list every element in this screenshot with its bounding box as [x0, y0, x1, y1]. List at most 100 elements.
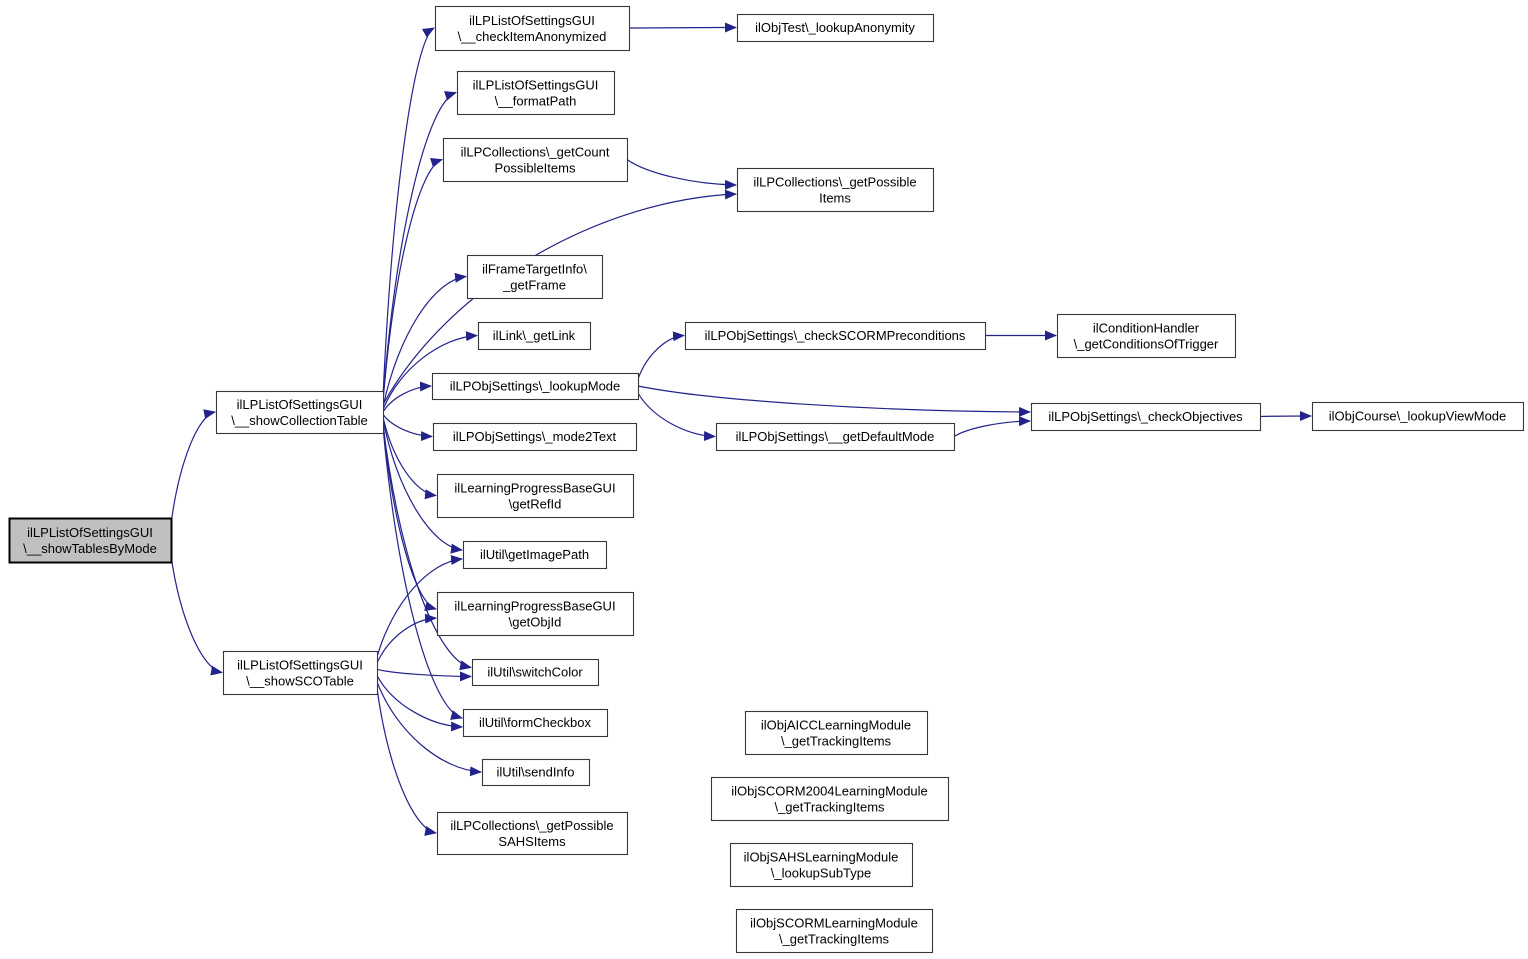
node-label-cond_handler-line0: ilConditionHandler	[1093, 321, 1200, 336]
edge-lookup_mode-check_scorm_precond	[637, 331, 685, 380]
node-label-show_sco-line1: \__showSCOTable	[246, 674, 354, 689]
node-show_sco[interactable]: ilLPListOfSettingsGUI\__showSCOTable	[222, 650, 379, 696]
node-label-get_image_path-line0: ilUtil\getImagePath	[480, 547, 589, 562]
edge-show_sco-form_checkbox	[376, 675, 463, 732]
node-sahs_subtype[interactable]: ilObjSAHSLearningModule\_lookupSubType	[729, 842, 914, 888]
node-box-form_checkbox	[462, 708, 609, 738]
node-label-form_checkbox-line0: ilUtil\formCheckbox	[479, 715, 591, 730]
edge-show_collection-get_possible_items	[382, 189, 737, 405]
edge-show_collection-get_image_path	[382, 419, 463, 554]
node-show_tables[interactable]: ilLPListOfSettingsGUI\__showTablesByMode	[8, 517, 173, 564]
node-box-show_collection	[215, 390, 385, 435]
node-label-get_count_possible-line1: PossibleItems	[495, 161, 576, 176]
node-label-show_collection-line1: \__showCollectionTable	[231, 413, 368, 428]
node-label-aicc_tracking-line1: \_getTrackingItems	[781, 734, 892, 749]
edge-show_collection-mode2text	[382, 414, 433, 442]
node-scorm_tracking[interactable]: ilObjSCORMLearningModule\_getTrackingIte…	[735, 908, 934, 954]
node-cond_handler[interactable]: ilConditionHandler\_getConditionsOfTrigg…	[1056, 313, 1237, 359]
node-label-get_possible_sahs-line1: SAHSItems	[498, 834, 566, 849]
node-label-switch_color-line0: ilUtil\switchColor	[487, 665, 583, 680]
node-label-get_obj_id-line1: \getObjId	[509, 615, 562, 630]
node-check_item_anon[interactable]: ilLPListOfSettingsGUI\__checkItemAnonymi…	[434, 5, 631, 52]
node-check_scorm_precond[interactable]: ilLPObjSettings\_checkSCORMPreconditions	[684, 321, 987, 351]
node-box-cond_handler	[1056, 313, 1237, 359]
edge-show_sco-switch_color	[376, 668, 472, 682]
node-label-get_possible_items-line0: ilLPCollections\_getPossible	[753, 175, 916, 190]
node-format_path[interactable]: ilLPListOfSettingsGUI\__formatPath	[456, 70, 616, 116]
node-box-get_default_mode	[715, 422, 956, 452]
node-box-scorm2004_tracking	[710, 776, 950, 822]
node-box-get_possible_items	[736, 167, 935, 213]
node-box-get_link	[477, 321, 592, 351]
node-get_default_mode[interactable]: ilLPObjSettings\__getDefaultMode	[715, 422, 956, 452]
node-switch_color[interactable]: ilUtil\switchColor	[471, 658, 600, 687]
node-box-send_info	[481, 758, 591, 787]
node-send_info[interactable]: ilUtil\sendInfo	[481, 758, 591, 787]
node-label-scorm2004_tracking-line1: \_getTrackingItems	[774, 800, 885, 815]
node-label-get_possible_items-line1: Items	[819, 191, 851, 206]
node-label-show_collection-line0: ilLPListOfSettingsGUI	[237, 397, 363, 412]
edge-lookup_mode-get_default_mode	[637, 392, 716, 442]
node-box-get_possible_sahs	[436, 811, 629, 856]
node-label-get_obj_id-line0: ilLearningProgressBaseGUI	[454, 599, 615, 614]
node-mode2text[interactable]: ilLPObjSettings\_mode2Text	[432, 422, 638, 452]
edge-show_tables-show_collection	[170, 409, 216, 525]
edge-show_collection-switch_color	[382, 424, 472, 671]
edge-lookup_mode-check_objectives	[637, 385, 1031, 417]
node-label-check_item_anon-line0: ilLPListOfSettingsGUI	[469, 13, 595, 28]
node-box-aicc_tracking	[744, 710, 929, 756]
node-box-sahs_subtype	[729, 842, 914, 888]
node-lookup_view_mode[interactable]: ilObjCourse\_lookupViewMode	[1311, 401, 1525, 432]
node-label-sahs_subtype-line0: ilObjSAHSLearningModule	[744, 850, 899, 865]
nodes-layer: ilLPListOfSettingsGUI\__showTablesByMode…	[8, 5, 1525, 954]
node-label-sahs_subtype-line1: \_lookupSubType	[771, 866, 871, 881]
node-get_link[interactable]: ilLink\_getLink	[477, 321, 592, 351]
node-box-show_tables	[8, 517, 173, 564]
node-label-check_scorm_precond-line0: ilLPObjSettings\_checkSCORMPreconditions	[705, 328, 966, 343]
node-check_objectives[interactable]: ilLPObjSettings\_checkObjectives	[1030, 402, 1262, 432]
node-box-get_frame	[466, 254, 604, 300]
node-form_checkbox[interactable]: ilUtil\formCheckbox	[462, 708, 609, 738]
node-box-switch_color	[471, 658, 600, 687]
node-label-get_frame-line1: _getFrame	[502, 278, 566, 293]
node-label-lookup_mode-line0: ilLPObjSettings\_lookupMode	[450, 379, 621, 394]
node-label-show_sco-line0: ilLPListOfSettingsGUI	[237, 658, 363, 673]
node-box-check_scorm_precond	[684, 321, 987, 351]
node-scorm2004_tracking[interactable]: ilObjSCORM2004LearningModule\_getTrackin…	[710, 776, 950, 822]
edge-get_default_mode-check_objectives	[953, 416, 1031, 438]
node-box-check_item_anon	[434, 5, 631, 52]
node-label-cond_handler-line1: \_getConditionsOfTrigger	[1074, 337, 1219, 352]
node-lookup_anonymity[interactable]: ilObjTest\_lookupAnonymity	[736, 13, 935, 43]
node-aicc_tracking[interactable]: ilObjAICCLearningModule\_getTrackingItem…	[744, 710, 929, 756]
node-lookup_mode[interactable]: ilLPObjSettings\_lookupMode	[431, 372, 640, 401]
node-get_image_path[interactable]: ilUtil\getImagePath	[462, 540, 608, 570]
node-get_frame[interactable]: ilFrameTargetInfo\_getFrame	[466, 254, 604, 300]
node-label-show_tables-line0: ilLPListOfSettingsGUI	[27, 525, 153, 540]
edge-show_collection-check_item_anon	[382, 27, 435, 398]
node-get_ref_id[interactable]: ilLearningProgressBaseGUI\getRefId	[436, 473, 635, 519]
node-label-mode2text-line0: ilLPObjSettings\_mode2Text	[453, 429, 617, 444]
node-label-aicc_tracking-line0: ilObjAICCLearningModule	[761, 718, 911, 733]
edge-show_collection-get_ref_id	[382, 416, 437, 500]
node-label-get_ref_id-line1: \getRefId	[509, 497, 562, 512]
node-label-format_path-line0: ilLPListOfSettingsGUI	[473, 78, 599, 93]
edge-check_objectives-lookup_view_mode	[1259, 411, 1312, 422]
edge-get_count_possible-get_possible_items	[626, 159, 737, 190]
node-show_collection[interactable]: ilLPListOfSettingsGUI\__showCollectionTa…	[215, 390, 385, 435]
node-label-get_frame-line0: ilFrameTargetInfo\	[482, 262, 587, 277]
edge-check_item_anon-lookup_anonymity	[628, 22, 737, 33]
edge-show_collection-lookup_mode	[382, 381, 432, 413]
node-label-scorm_tracking-line0: ilObjSCORMLearningModule	[750, 916, 918, 931]
node-label-get_link-line0: ilLink\_getLink	[493, 328, 576, 343]
edge-show_sco-get_image_path	[376, 554, 463, 658]
node-label-get_possible_sahs-line0: ilLPCollections\_getPossible	[450, 818, 613, 833]
edge-show_collection-get_count_possible	[382, 158, 443, 403]
node-label-format_path-line1: \__formatPath	[495, 94, 577, 109]
node-label-lookup_anonymity-line0: ilObjTest\_lookupAnonymity	[755, 20, 915, 35]
node-box-get_count_possible	[442, 137, 629, 183]
node-get_obj_id[interactable]: ilLearningProgressBaseGUI\getObjId	[436, 591, 635, 637]
